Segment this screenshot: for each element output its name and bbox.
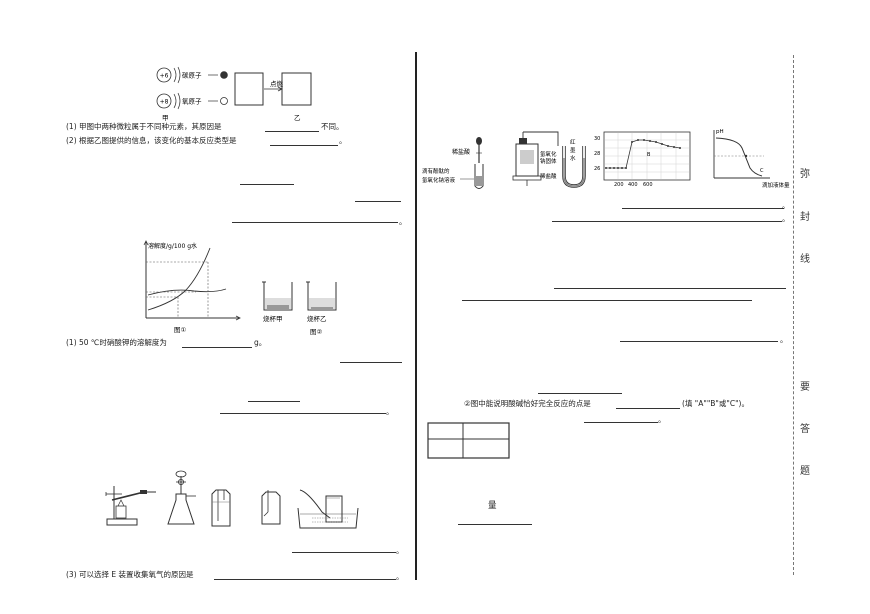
q1-answer-blank[interactable] [265,131,319,132]
answer-blank[interactable] [552,221,782,222]
question-2-text: (2) 根据乙图提供的信息，该变化的基本反应类型是 [66,136,237,145]
carbon-nucleus: +6 [160,73,169,80]
figure-1-caption: 图① [174,326,187,334]
caption-jia: 甲 [162,114,169,122]
red-ink-label-1: 红 [570,138,576,146]
question-1-text: (1) 甲图中两种微粒属于不同种元素，其原因是 [66,122,222,131]
red-ink-label-3: 水 [570,154,576,162]
answer-blank[interactable] [620,341,778,342]
answer-table [427,422,510,459]
beaker-jia-label: 烧杯甲 [263,314,283,323]
seal-line-char: 封 [800,212,810,223]
seal-line-char: 要 [800,382,810,393]
carbon-atom-label: 碳原子 [182,71,202,80]
atom-reaction-diagram: +6 碳原子 +8 氧原子 甲 点燃 乙 [156,66,312,122]
solubility-curve-graph: 溶解度/g/100 g水 图① [143,240,241,334]
ph-graph: pH C 滴加液体量 [713,129,790,189]
solid-label-line-2: 钠固体 [540,157,557,165]
answer-blank[interactable] [340,362,402,363]
beaker-yi: 烧杯乙 [306,281,337,323]
period-mark: 。 [780,335,788,344]
seal-line [793,55,794,575]
point-answer-blank[interactable] [616,408,680,409]
solubility-question-unit: g。 [254,338,267,347]
acid-label-2: 稀盐酸 [540,172,557,180]
acid-label: 稀盐酸 [452,148,470,156]
temp-y-tick: 30 [594,136,600,142]
period-mark: 。 [386,407,394,416]
temp-y-tick: 26 [594,166,600,172]
ph-axis-label: pH [716,129,724,135]
apparatus-c-gas-bottle [211,489,231,527]
answer-blank[interactable] [232,222,398,223]
question-point-tail: (填 "A""B"或"C")。 [682,399,749,408]
answer-blank[interactable] [292,552,396,553]
seal-line-char: 线 [800,254,810,265]
page-divider [415,52,417,580]
solubility-y-axis-label: 溶解度/g/100 g水 [148,242,197,250]
question-e-text: (3) 可以选择 E 装置收集氧气的原因是 [66,570,194,579]
period-mark: 。 [396,572,404,581]
carbon-atom-diagram: +6 碳原子 [156,66,228,84]
oxygen-nucleus: +8 [160,99,169,106]
solution-label-line-1: 滴有酚酞的 [422,167,450,175]
answer-blank[interactable] [584,422,658,423]
ph-x-axis-label: 滴加液体量 [762,181,790,189]
caption-yi: 乙 [294,114,301,122]
temp-x-tick: 400 [628,182,638,188]
apparatus-d-gas-bottle [261,490,281,525]
solid-label-line-1: 氢氧化 [540,150,557,158]
period-mark: 。 [399,217,407,226]
apparatus-e-water-trough [297,489,359,529]
seal-line-char: 弥 [800,169,810,180]
figure-2-caption: 图② [310,328,323,336]
beaker-jia: 烧杯甲 [262,281,293,323]
seal-line-char: 答 [800,424,810,435]
flask-u-tube-apparatus: 氢氧化 钠固体 稀盐酸 红 墨 水 [512,131,586,188]
liang-label: 量 [488,501,497,511]
temperature-line [606,139,681,169]
question-1-tail: 不同。 [321,122,344,131]
dropper-test-tube-apparatus: 稀盐酸 滴有酚酞的 氢氧化钠溶液 [422,137,484,189]
answer-blank[interactable] [538,393,622,394]
answer-blank[interactable] [458,524,532,525]
apparatus-a-heating-tube [105,486,156,526]
answer-blank[interactable] [554,288,786,289]
answer-blank[interactable] [462,300,752,301]
question-point-tail-2: 。 [658,415,666,424]
second-curve [147,288,227,296]
kno3-curve [147,247,211,311]
period-mark: 。 [782,201,790,210]
answer-blank[interactable] [355,201,401,202]
ph-point-label: C [760,168,764,174]
beaker-yi-label: 烧杯乙 [307,314,327,323]
solubility-question-text: (1) 50 ℃时硝酸钾的溶解度为 [66,338,167,347]
lab-apparatus-row [105,470,359,529]
q-e-answer-blank[interactable] [214,579,396,580]
temp-point-label: B [647,152,651,158]
temp-x-tick: 200 [614,182,624,188]
period-mark: 。 [396,546,404,555]
solubility-answer-blank[interactable] [182,347,252,348]
oxygen-atom-diagram: +8 氧原子 [156,92,228,110]
beakers-figure: 烧杯甲 烧杯乙 图② [262,281,337,336]
apparatus-b-funnel-flask [167,470,196,525]
solution-label-line-2: 氢氧化钠溶液 [422,176,456,184]
answer-blank[interactable] [220,413,386,414]
arrow-label-ignite: 点燃 [270,79,284,88]
answer-blank[interactable] [240,184,294,185]
q2-answer-blank[interactable] [270,145,338,146]
question-2-tail: 。 [339,136,347,145]
temp-y-tick: 28 [594,151,600,157]
temperature-graph: 30 28 26 200 400 600 B [594,131,691,188]
question-point-text: ②图中能说明酸碱恰好完全反应的点是 [464,399,591,408]
oxygen-atom-label: 氧原子 [182,97,202,106]
answer-blank[interactable] [248,401,300,402]
period-mark: 。 [782,214,790,223]
answer-blank[interactable] [622,208,784,209]
red-ink-label-2: 墨 [570,147,576,154]
seal-line-char: 题 [800,466,810,477]
temp-x-tick: 600 [643,182,653,188]
